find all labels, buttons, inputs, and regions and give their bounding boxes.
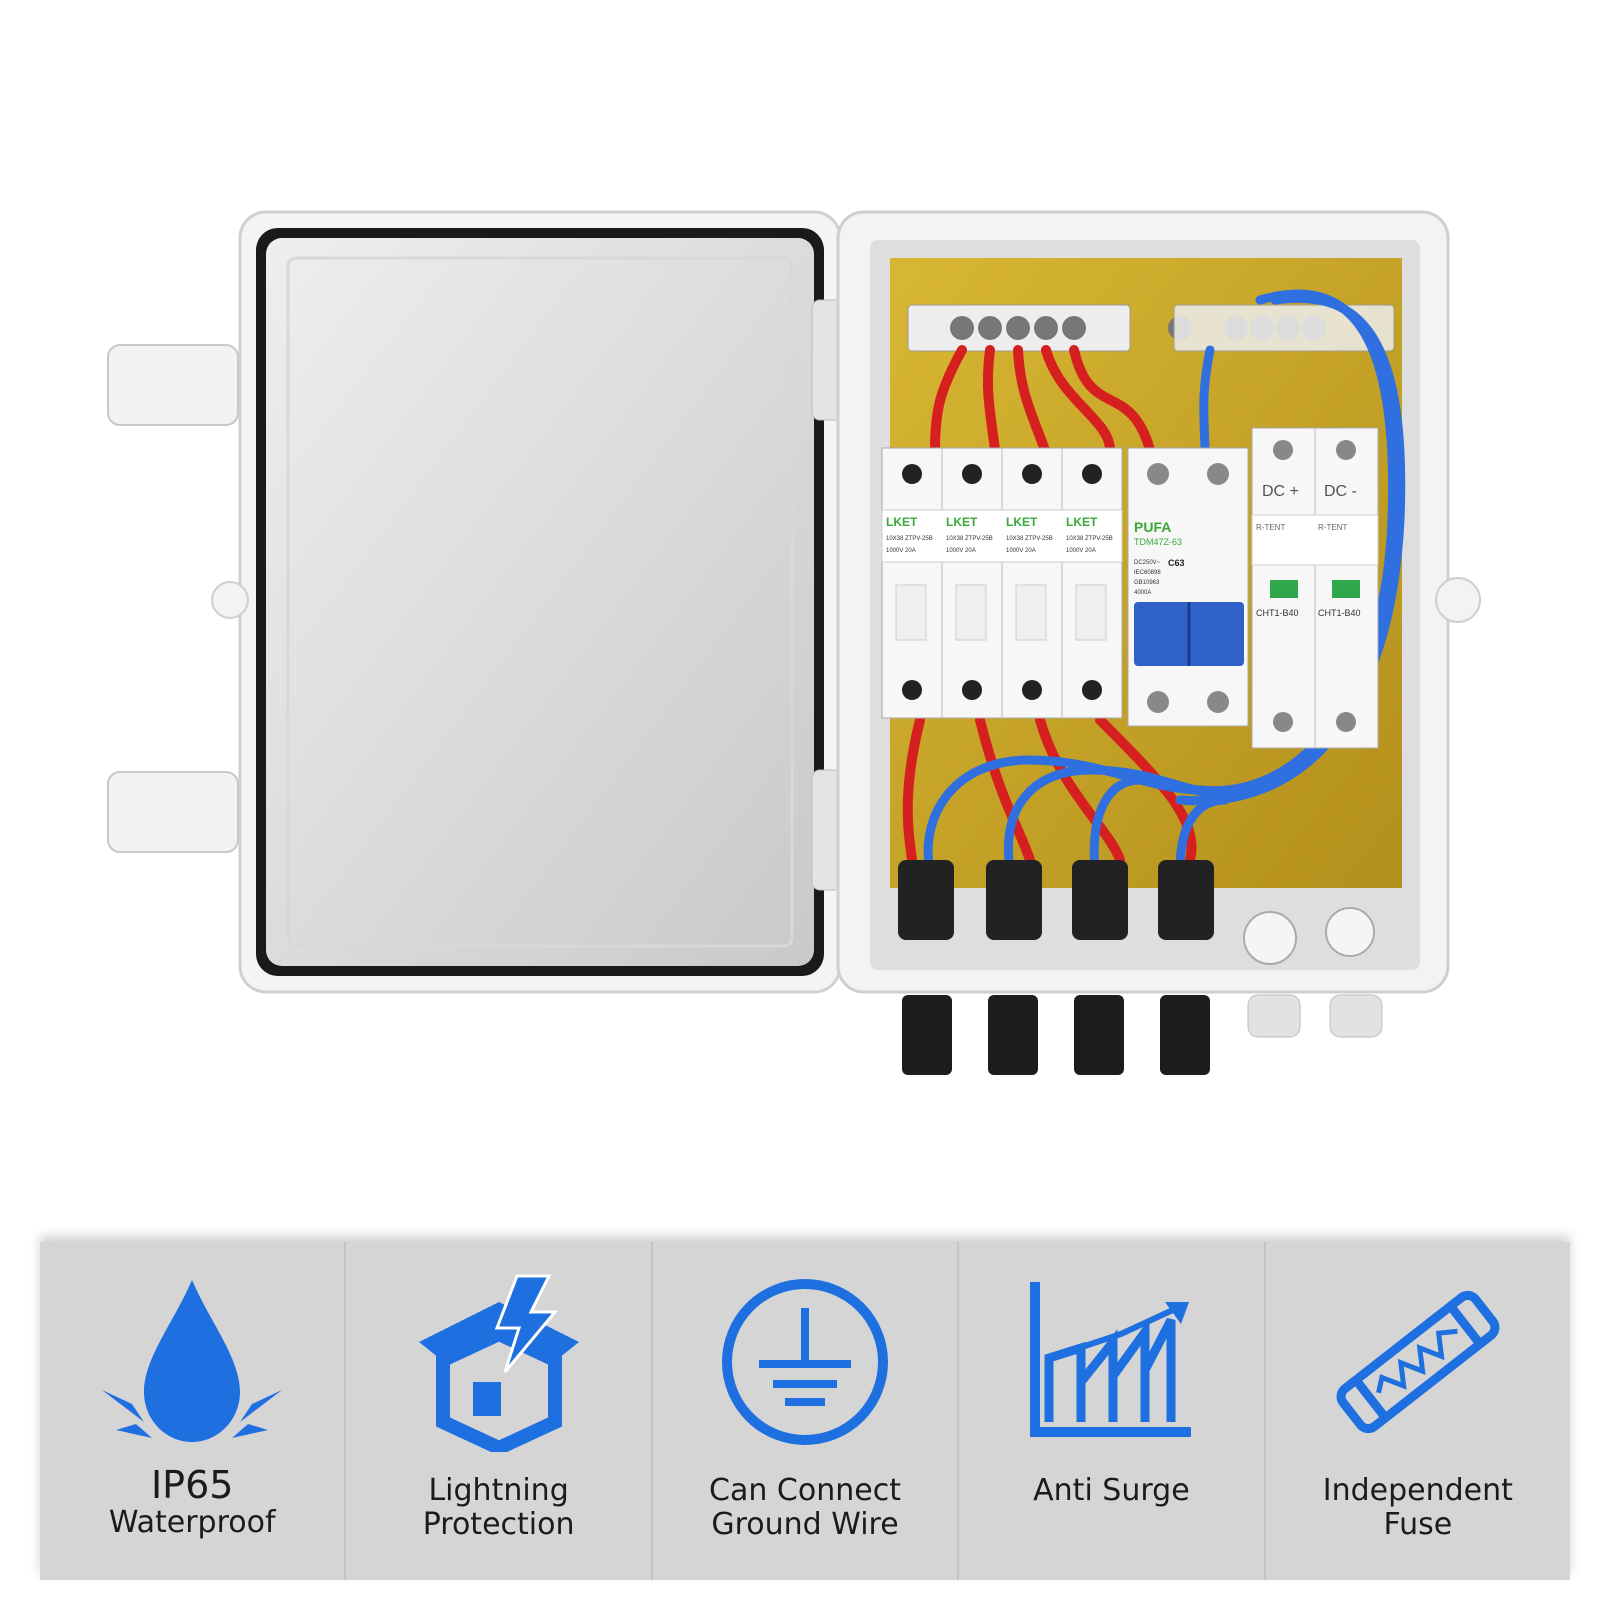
fuse-model-4: 10X38 ZTPV-25B <box>1066 536 1113 542</box>
feature-label-line2: Ground Wire <box>711 1507 899 1542</box>
feature-label-line1: Anti Surge <box>1033 1473 1190 1508</box>
mcb-spec-4: 4000A <box>1134 590 1151 596</box>
house-lightning-icon <box>418 1274 579 1452</box>
enclosure-lid[interactable] <box>107 210 849 994</box>
mcb-rating: C63 <box>1168 558 1185 568</box>
fuse-rating-3: 1000V 20A <box>1006 548 1036 554</box>
fuse-model-2: 10X38 ZTPV-25B <box>946 536 993 542</box>
enclosure-body: LKET LKET LKET LKET 10X38 ZTPV-25B 10X38… <box>211 210 1481 994</box>
feature-ground: Can Connect Ground Wire <box>653 1242 960 1580</box>
fuse-brand-2: LKET <box>946 515 978 529</box>
combiner-box-photo: LKET LKET LKET LKET 10X38 ZTPV-25B 10X38… <box>107 210 1481 1075</box>
feature-fuse: Independent Fuse <box>1266 1242 1570 1580</box>
feature-label-line1: Can Connect <box>709 1473 901 1508</box>
surge-chart-icon <box>1030 1282 1192 1437</box>
mcb-model: TDM47Z-63 <box>1134 537 1182 547</box>
fuse-brand-1: LKET <box>886 515 918 529</box>
mcb-spec-2: IEC60898 <box>1134 570 1161 576</box>
fuse-brand-3: LKET <box>1006 515 1038 529</box>
feature-label-line2: Fuse <box>1383 1507 1453 1542</box>
spd-brand-1: R-TENT <box>1256 523 1285 532</box>
mc4-connectors-inside <box>898 860 1214 940</box>
mc4-connectors-outside[interactable] <box>902 995 1210 1075</box>
fuse-rating-4: 1000V 20A <box>1066 548 1096 554</box>
fuse-model-1: 10X38 ZTPV-25B <box>886 536 933 542</box>
feature-label-line2: Waterproof <box>108 1505 276 1540</box>
mcb-spec-3: GB10963 <box>1134 580 1160 586</box>
spd-label-minus: DC - <box>1324 483 1357 500</box>
feature-panel: IP65 Waterproof Lightning Protection Can… <box>40 1242 1570 1580</box>
feature-label-line1: IP65 <box>150 1463 234 1507</box>
surge-protective-device[interactable]: DC + DC - R-TENT R-TENT CHT1-B40 CHT1-B4… <box>1251 427 1379 749</box>
spd-model-1: CHT1-B40 <box>1256 608 1299 618</box>
fuse-icon <box>1336 1290 1500 1434</box>
spd-brand-2: R-TENT <box>1318 523 1347 532</box>
feature-label-line1: Independent <box>1322 1473 1513 1508</box>
feature-anti-surge: Anti Surge <box>959 1242 1266 1580</box>
fuse-model-3: 10X38 ZTPV-25B <box>1006 536 1053 542</box>
feature-label-line2: Protection <box>422 1507 575 1542</box>
mcb-spec-1: DC250V~ <box>1134 560 1161 566</box>
feature-lightning: Lightning Protection <box>346 1242 653 1580</box>
fuse-holders[interactable]: LKET LKET LKET LKET 10X38 ZTPV-25B 10X38… <box>881 447 1123 719</box>
spd-model-2: CHT1-B40 <box>1318 608 1361 618</box>
fuse-brand-4: LKET <box>1066 515 1098 529</box>
cable-glands <box>1247 994 1383 1038</box>
water-drop-icon <box>102 1280 283 1442</box>
mcb-brand: PUFA <box>1134 519 1171 535</box>
spd-label-plus: DC + <box>1262 483 1299 500</box>
ground-icon <box>722 1279 889 1445</box>
feature-label-line1: Lightning <box>428 1473 569 1508</box>
fuse-rating-2: 1000V 20A <box>946 548 976 554</box>
fuse-rating-1: 1000V 20A <box>886 548 916 554</box>
feature-waterproof: IP65 Waterproof <box>40 1242 347 1580</box>
dc-circuit-breaker[interactable]: PUFA TDM47Z-63 C63 DC250V~ IEC60898 GB10… <box>1127 447 1249 727</box>
